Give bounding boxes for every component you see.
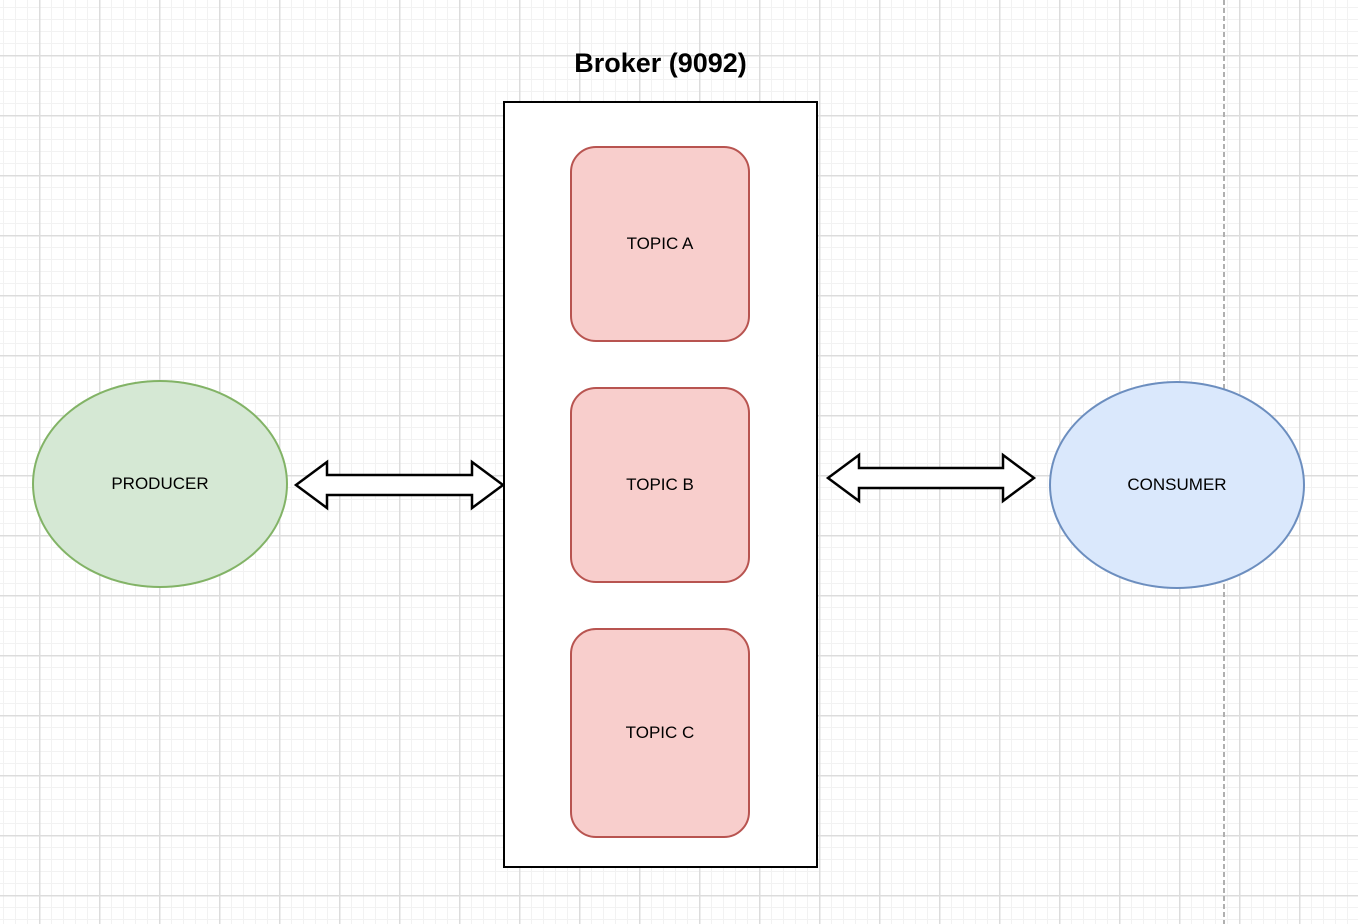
producer-node[interactable]: PRODUCER [32, 380, 288, 588]
topic-b-node[interactable]: TOPIC B [570, 387, 750, 583]
double-arrow-shape [293, 459, 506, 511]
topic-c-node[interactable]: TOPIC C [570, 628, 750, 838]
consumer-label: CONSUMER [1127, 475, 1227, 494]
producer-broker-double-arrow-icon[interactable] [293, 457, 506, 513]
topic-a-label: TOPIC A [626, 234, 694, 253]
broker-title[interactable]: Broker (9092) [574, 48, 747, 78]
broker-box[interactable]: TOPIC A TOPIC B TOPIC C [503, 101, 818, 868]
topic-b-label: TOPIC B [626, 475, 694, 494]
producer-label: PRODUCER [111, 474, 209, 493]
topic-a-node[interactable]: TOPIC A [570, 146, 750, 342]
consumer-node[interactable]: CONSUMER [1049, 381, 1305, 589]
topic-c-label: TOPIC C [625, 723, 695, 742]
broker-consumer-double-arrow-icon[interactable] [825, 450, 1037, 506]
double-arrow-shape [825, 452, 1037, 504]
